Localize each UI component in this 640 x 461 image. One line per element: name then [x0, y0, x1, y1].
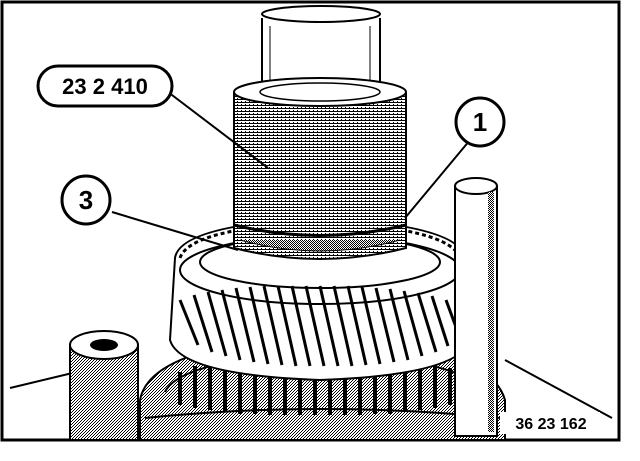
tool-label-text: 23 2 410 [62, 74, 148, 99]
figure-number: 36 23 162 [515, 416, 586, 433]
tool-sleeve [233, 77, 407, 260]
callout-1-text: 1 [473, 107, 487, 137]
figure-number-bg [500, 412, 600, 434]
leader-lines [111, 91, 471, 251]
tool-label-callout: 23 2 410 [36, 64, 174, 108]
callout-1: 1 [454, 96, 506, 148]
shift-rail [454, 177, 498, 437]
helical-gear [168, 216, 472, 382]
callout-3-text: 3 [79, 185, 93, 215]
callout-3: 3 [60, 174, 112, 226]
left-post [69, 330, 139, 441]
